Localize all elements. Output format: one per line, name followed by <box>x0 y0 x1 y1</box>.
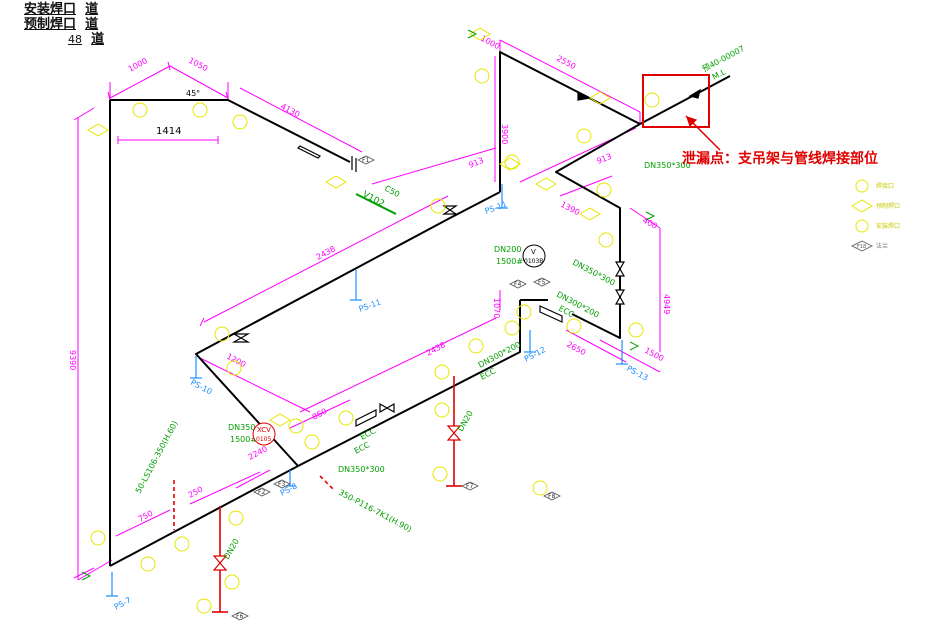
branch-rating-label: 1500# <box>496 257 523 266</box>
install-weld-label: 安装焊口 <box>24 2 77 17</box>
valve-symbols <box>231 88 701 427</box>
legend-item-1: 焊接口 <box>876 182 894 190</box>
pipe-supports <box>106 184 628 597</box>
dim-1390: 1390 <box>559 200 581 218</box>
flange-flags <box>231 155 561 621</box>
flag-f8: F8 <box>548 493 555 500</box>
dim-2650: 2650 <box>565 340 587 358</box>
legend-item-2: 预制焊口 <box>876 202 900 210</box>
weld-diamonds <box>87 27 611 427</box>
valve-icon <box>231 333 251 343</box>
dim-913-b: 913 <box>595 152 613 166</box>
dim-250: 250 <box>187 485 205 500</box>
branch-line-label-1: 50-LS106-350(H.60) <box>134 419 180 495</box>
valve-icon <box>614 289 626 305</box>
support-ps7: PS-7 <box>113 595 133 611</box>
title-block: 安装焊口 道 预制焊口 道 48 道 <box>24 2 104 47</box>
vent-size: C50 <box>383 184 401 199</box>
dim-4949: 4949 <box>662 294 671 314</box>
flag-f2: F2 <box>258 489 265 496</box>
dim-1500: 1500 <box>643 346 665 364</box>
dim-3900: 3900 <box>500 124 509 144</box>
valve-icon <box>212 555 228 571</box>
reducer-icon <box>539 305 563 323</box>
legend-prefab-icon <box>851 199 873 213</box>
dim-1070: 1070 <box>492 298 501 318</box>
valve-rating-label: 1500# <box>230 435 257 444</box>
dim-1200: 1200 <box>225 352 247 370</box>
v-tag-text: V <box>531 248 536 256</box>
dim-2550: 2550 <box>555 54 577 72</box>
support-ps12: PS-12 <box>523 345 548 364</box>
valve-icon <box>379 402 395 414</box>
dim-1050: 1050 <box>187 56 209 74</box>
flag-f7: F7 <box>466 483 473 490</box>
dim-45: 45° <box>186 89 200 98</box>
prefab-weld-unit: 道 <box>85 17 99 32</box>
legend-install-icon <box>855 219 869 233</box>
legend-item-3: 安装焊口 <box>876 222 900 230</box>
drain-size-label-2: DN20 <box>456 409 475 433</box>
xcv-valve-tag <box>252 422 276 446</box>
ecc-label-1: ECC <box>353 440 372 456</box>
reducer-size-label-1: DN350*300 <box>644 161 691 170</box>
legend-flange-tag: F18 <box>857 244 866 250</box>
arrow-flow-icon <box>688 88 701 99</box>
valve-icon <box>442 205 458 215</box>
leak-pointer-arrow <box>685 115 721 151</box>
v-tag-number: 0103B <box>524 258 543 265</box>
dim-1000: 1000 <box>127 56 149 74</box>
legend: 焊接口 预制焊口 安装焊口 F18 法兰 <box>850 179 900 252</box>
dim-2438-b: 2438 <box>425 340 447 358</box>
weld-markers <box>90 68 660 614</box>
flag-f4: F4 <box>514 281 521 288</box>
drain-size-label-1: DN20 <box>222 537 241 561</box>
xcv-tag-number: 0105 <box>256 436 271 443</box>
support-ps11-a: PS-11 <box>484 200 509 216</box>
pipe-route <box>109 51 731 567</box>
support-ps10: PS-10 <box>189 378 214 397</box>
valve-icon <box>446 425 462 441</box>
reducer-size-label-2: DN350*300 <box>571 258 616 288</box>
legend-item-4: 法兰 <box>876 242 888 250</box>
dim-1000-v: 1000 <box>479 34 501 52</box>
weld-total-unit: 道 <box>91 32 105 47</box>
dim-1414: 1414 <box>156 126 181 137</box>
dim-9390: 9390 <box>68 350 77 370</box>
flag-f1: F1 <box>362 157 369 164</box>
weld-total-count: 48 <box>68 33 82 46</box>
instrument-tags: XCV 0105 V 0103B <box>252 244 546 446</box>
branch-size-label: DN200 <box>494 245 521 254</box>
anchor-marks <box>81 29 656 581</box>
dim-2240: 2240 <box>247 444 269 462</box>
dim-4130: 4130 <box>279 102 301 120</box>
flange-flag-labels: F1 F2 F3 F4 F5 F6 F7 F8 <box>236 157 555 620</box>
dim-913-a: 913 <box>467 156 485 170</box>
flag-f6: F6 <box>236 613 243 620</box>
leak-highlight-box <box>642 74 710 128</box>
prefab-weld-label: 预制焊口 <box>24 17 77 32</box>
flag-f5: F5 <box>538 279 545 286</box>
vent-underline <box>355 193 397 215</box>
reducer-icon <box>296 145 322 159</box>
install-weld-unit: 道 <box>85 2 99 17</box>
dim-860: 860 <box>311 407 329 422</box>
v-tag <box>522 244 546 268</box>
ecc-label-4: ECC <box>359 426 378 442</box>
arrow-flow-icon <box>577 91 592 101</box>
branch-line-label-2: 350-P116-7K1(H.90) <box>337 488 413 534</box>
legend-weld-icon <box>855 179 869 193</box>
valve-icon <box>614 261 626 277</box>
leak-annotation: 泄漏点：支吊架与管线焊接部位 <box>682 151 878 167</box>
legend-flange-icon <box>850 240 874 252</box>
reducer-size-label-3: DN350*300 <box>338 465 385 474</box>
drain-valves <box>212 425 462 571</box>
xcv-tag-text: XCV <box>257 426 271 434</box>
valve-size-label: DN350 <box>228 423 255 432</box>
reducer-icon <box>355 409 377 427</box>
flag-f3: F3 <box>278 481 285 488</box>
support-ps13: PS-13 <box>625 364 650 383</box>
